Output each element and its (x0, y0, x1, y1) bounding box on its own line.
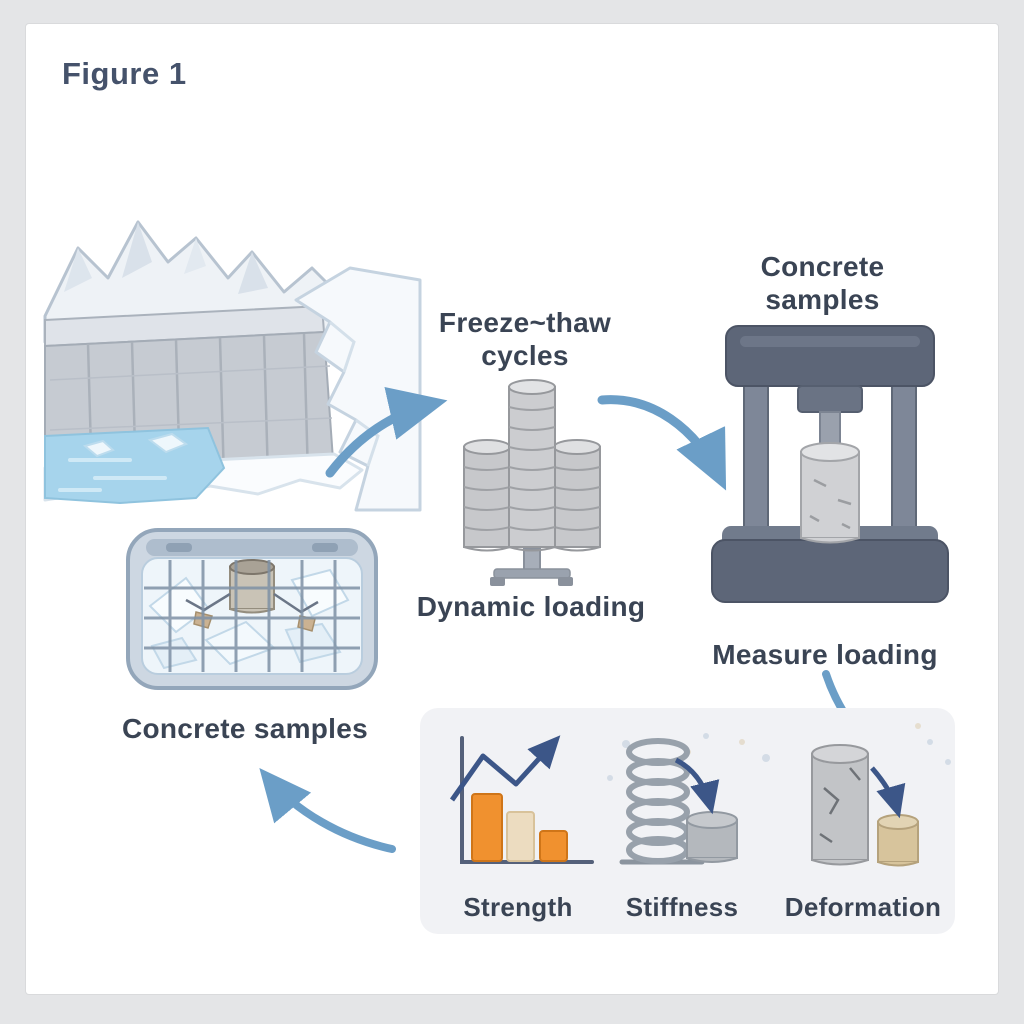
figure-title: Figure 1 (62, 56, 187, 91)
label-freeze-thaw-line1: Freeze~thaw (438, 307, 612, 338)
label-measure-loading: Measure loading (712, 639, 938, 670)
label-freeze-thaw-cycles: Freeze~thaw cycles (415, 306, 635, 372)
label-concrete-samples-top: Concrete samples (730, 250, 915, 316)
label-strength: Strength (463, 892, 573, 922)
figure-card (26, 24, 998, 994)
label-freeze-thaw-line2: cycles (481, 340, 569, 372)
label-deformation: Deformation (784, 892, 942, 922)
label-concrete-samples-left: Concrete samples (121, 713, 368, 744)
label-concrete-top-line2: samples (765, 284, 880, 316)
label-dynamic-loading: Dynamic loading (416, 591, 646, 622)
label-concrete-top-line1: Concrete (760, 251, 885, 282)
label-stiffness: Stiffness (625, 892, 739, 922)
